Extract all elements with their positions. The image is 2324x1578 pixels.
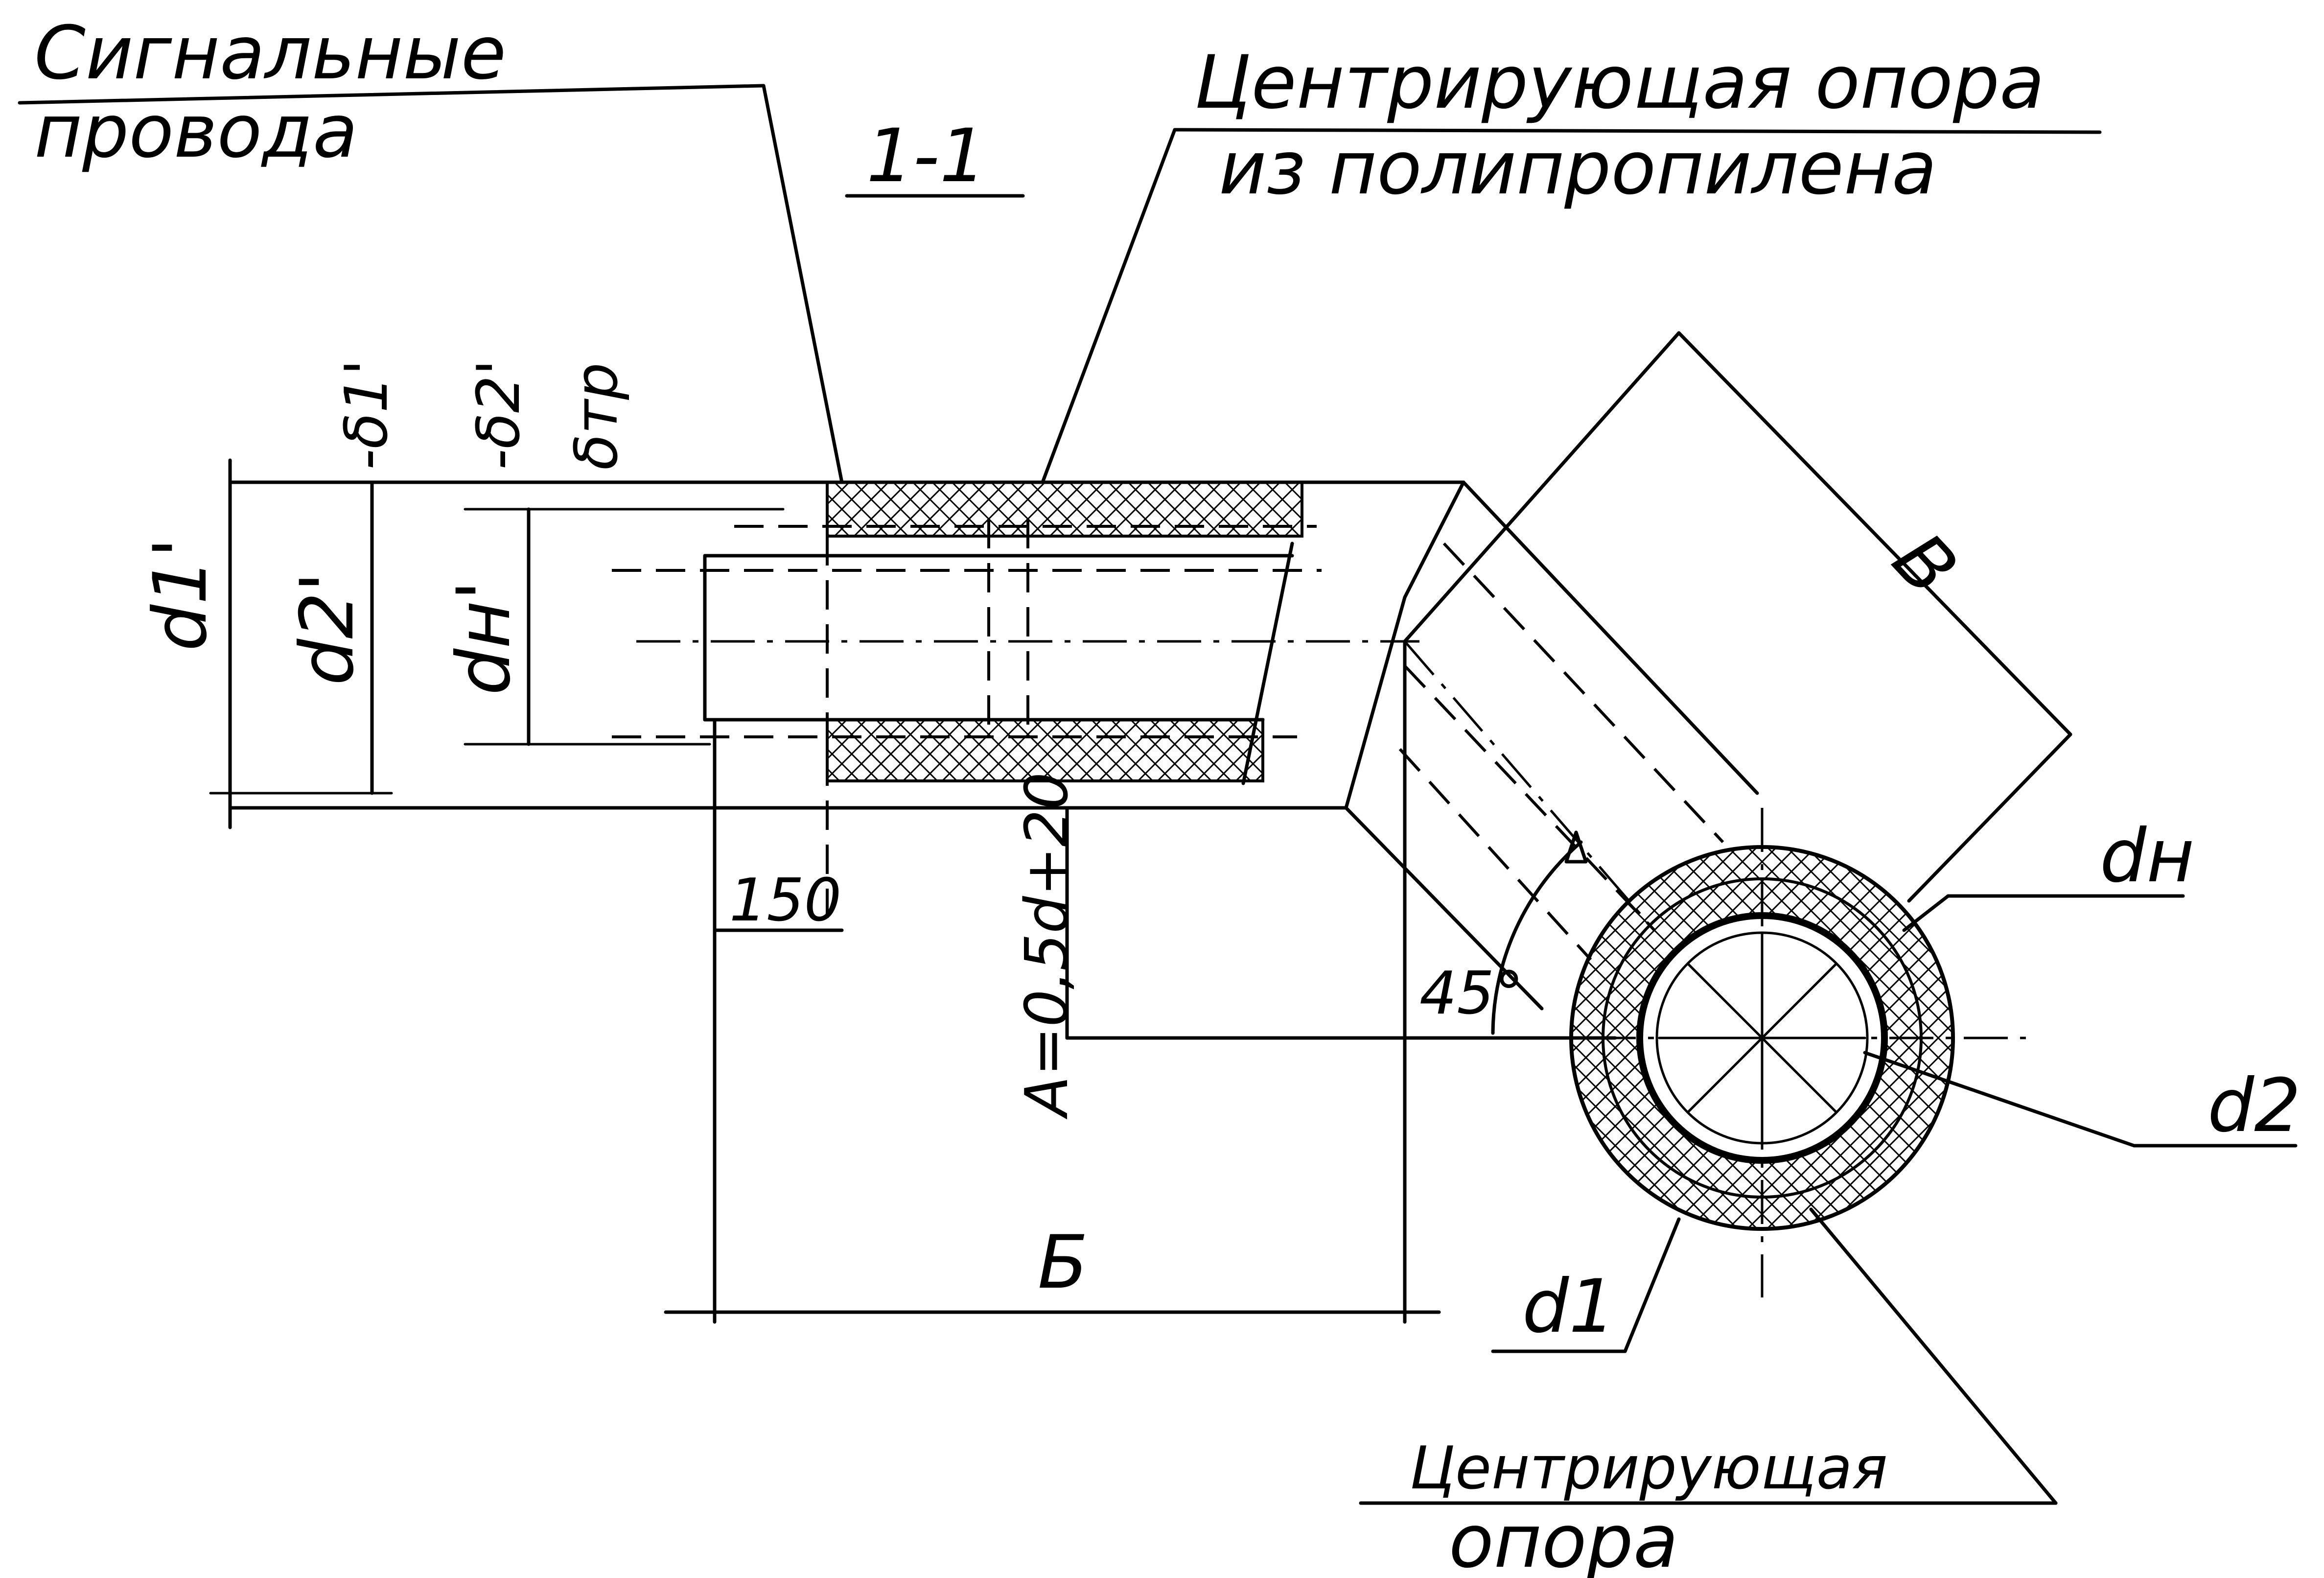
dim-d2-prime: d2' [285, 572, 370, 685]
labels: Сигнальные провода 1-1 Центрирующая опор… [34, 11, 2301, 1578]
label-centering-support-1: Центрирующая [1410, 1435, 1887, 1503]
insulation-bottom [826, 718, 1264, 782]
label-centering-support-2: опора [1449, 1499, 1678, 1578]
dim-delta2-prime: -δ2' [465, 359, 533, 470]
label-signal-wires-2: провода [34, 89, 358, 174]
pipe-cross-section [1517, 808, 2031, 1297]
dim-angle: 45° [1419, 960, 1524, 1028]
dimension-lines [209, 331, 2072, 1324]
dim-delta1-prime: -δ1' [333, 359, 401, 470]
dim-dn: dн [2100, 814, 2194, 899]
label-centering-support-pp-2: из полипропилена [1219, 126, 1937, 211]
bend-segment [1344, 480, 1759, 1011]
dim-formula-a: A=0,5d+20 [1013, 772, 1081, 1120]
label-centering-support-pp-1: Центрирующая опора [1194, 40, 2045, 125]
label-signal-wires-1: Сигнальные [34, 11, 506, 96]
straight-pipe-section [228, 480, 1465, 930]
dim-d1-prime: d1' [138, 538, 223, 651]
dim-delta-tr: δтр [563, 363, 631, 471]
dim-d2: d2 [2208, 1063, 2301, 1149]
insulation-top [826, 481, 1303, 538]
leader-lines [18, 84, 2298, 1505]
dim-b-cyr: Б [1038, 1220, 1088, 1305]
label-section: 1-1 [866, 114, 986, 199]
dim-dn-prime: dн' [442, 580, 527, 695]
dim-v: В [1877, 517, 1973, 612]
dim-150: 150 [729, 867, 841, 935]
dim-d1: d1 [1522, 1264, 1616, 1349]
